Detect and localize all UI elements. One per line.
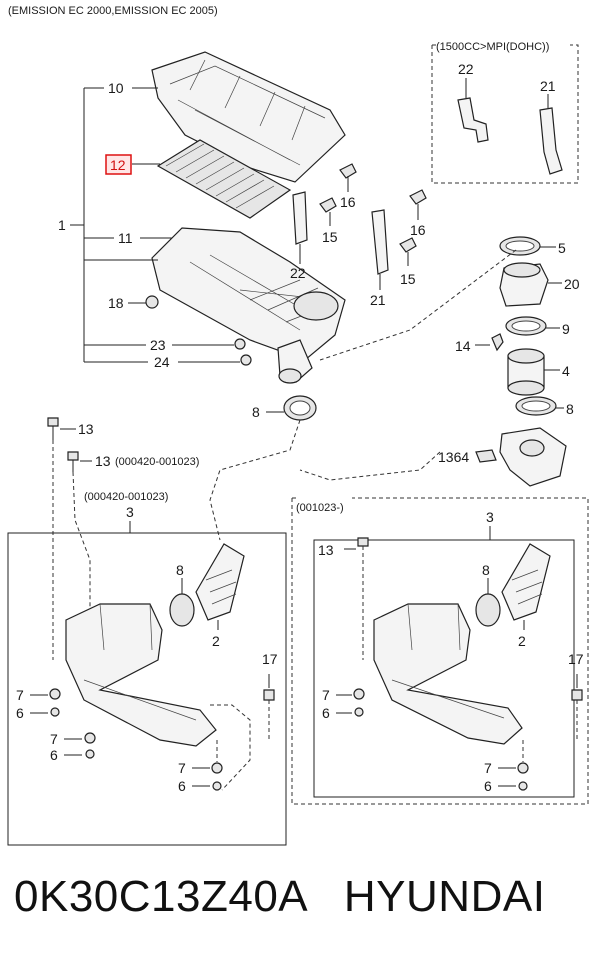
label-21: 21 (370, 292, 386, 308)
label-3-left: 3 (126, 504, 134, 520)
air-cleaner-assembly (151, 51, 346, 384)
label-20: 20 (564, 276, 580, 292)
label-1: 1 (58, 217, 66, 233)
part-number-code: 0K30C13Z40A (14, 872, 306, 921)
part-1364 (475, 449, 497, 463)
label-23: 23 (150, 337, 166, 353)
air-cleaner-cover (151, 51, 346, 183)
label-18: 18 (108, 295, 124, 311)
hose-2-left (195, 543, 245, 621)
label-7-left-c: 7 (178, 760, 186, 776)
mpi-box: (1500CC>MPI(DOHC)) 22 21 (431, 41, 579, 184)
left-lower-box: (000420-001023) 3 8 2 7 6 7 6 7 6 (7, 491, 287, 846)
label-4: 4 (562, 363, 570, 379)
right-box-caption: (001023-) (296, 502, 344, 514)
label-8-right-box: 8 (482, 562, 490, 578)
label-9: 9 (562, 321, 570, 337)
label-6-left-a: 6 (16, 705, 24, 721)
label-16-a: 16 (340, 194, 356, 210)
label-15-a: 15 (322, 229, 338, 245)
label-8-left: 8 (176, 562, 184, 578)
label-6-left-b: 6 (50, 747, 58, 763)
case-outlet-ring (293, 291, 339, 321)
label-8-right: 8 (566, 401, 574, 417)
label-17-right: 17 (568, 651, 584, 667)
bolt-15-b (399, 237, 417, 253)
label-2-right: 2 (518, 633, 526, 649)
label-7-left-b: 7 (50, 731, 58, 747)
screw-14 (491, 333, 504, 352)
label-12-highlighted: 12 (110, 157, 126, 173)
label-6-right-b: 6 (484, 778, 492, 794)
highlight-box-12 (105, 154, 132, 175)
nut-24 (240, 354, 252, 366)
hose-2-right (501, 543, 551, 621)
part-number-footer: 0K30C13Z40A HYUNDAI (14, 872, 545, 922)
mpi-box-caption: (1500CC>MPI(DOHC)) (436, 41, 549, 53)
label-3-right: 3 (486, 509, 494, 525)
leader-lines-left (70, 87, 240, 363)
label-6-left-c: 6 (178, 778, 186, 794)
label-22: 22 (290, 265, 306, 281)
nut-23 (234, 338, 246, 350)
header-caption: (EMISSION EC 2000,EMISSION EC 2005) (8, 5, 218, 17)
label-7-left-a: 7 (16, 687, 24, 703)
clamp-8-left (169, 593, 195, 627)
connector-dashed-1 (209, 419, 301, 541)
label-5: 5 (558, 240, 566, 256)
label-10: 10 (108, 80, 124, 96)
right-lower-box: (001023-) 3 8 2 13 7 6 7 6 (291, 497, 589, 805)
label-15-b: 15 (400, 271, 416, 287)
label-24: 24 (154, 354, 170, 370)
label-2-left: 2 (212, 633, 220, 649)
label-17-left: 17 (262, 651, 278, 667)
bolt-15-a (319, 197, 337, 213)
air-filter-element (156, 139, 292, 219)
resonator-duct-left (65, 603, 217, 747)
label-11: 11 (118, 230, 133, 246)
resonator-duct-right (373, 603, 523, 745)
label-1364: 1364 (438, 449, 469, 465)
bracket-22 (292, 191, 308, 245)
label-21-box: 21 (540, 78, 556, 94)
label-13-right: 13 (318, 542, 334, 558)
bolt-16-b (409, 189, 427, 205)
label-13-b: 13 (95, 453, 111, 469)
label-8-center: 8 (252, 404, 260, 420)
bracket-22-small (457, 97, 489, 143)
connector-dashed-3 (319, 249, 517, 361)
right-column-parts: 5 20 9 14 4 8 1364 (438, 236, 580, 487)
label-7-right-b: 7 (484, 760, 492, 776)
grommet-18 (145, 295, 159, 309)
note-13-range: (000420-001023) (115, 456, 199, 468)
throttle-body (499, 427, 567, 487)
bolts-13: 13 13 (000420-001023) (47, 417, 199, 700)
label-13-a: 13 (78, 421, 94, 437)
bracket-21-small (539, 107, 563, 175)
bolt-16-a (339, 163, 357, 179)
air-cleaner-case (151, 227, 346, 361)
label-22-box: 22 (458, 61, 474, 77)
label-16-b: 16 (410, 222, 426, 238)
label-7-right-a: 7 (322, 687, 330, 703)
brand-name: HYUNDAI (343, 872, 546, 921)
label-6-right-a: 6 (322, 705, 330, 721)
connector-dashed-2 (299, 451, 441, 481)
label-14: 14 (455, 338, 471, 354)
center-brackets: 22 21 16 15 16 15 (290, 163, 427, 308)
left-box-caption: (000420-001023) (84, 491, 168, 503)
bracket-21 (371, 209, 389, 275)
clamp-8-right-box (475, 593, 501, 627)
